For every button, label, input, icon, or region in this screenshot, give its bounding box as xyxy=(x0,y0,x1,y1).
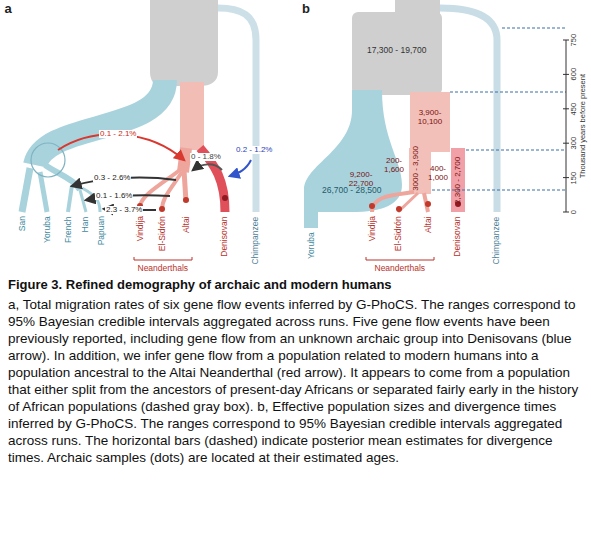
population-size: 17,300 - 19,700 xyxy=(367,46,427,55)
population-label: French xyxy=(64,216,73,242)
migration-rate: 0.1 - 1.6% xyxy=(95,192,133,201)
gene-flow-arrow xyxy=(193,164,222,170)
panel-b-tree xyxy=(304,0,569,260)
figure-caption: a, Total migration rates of six gene flo… xyxy=(8,296,582,466)
elsidron-branch xyxy=(162,172,182,210)
population-size: 200- 1,600 xyxy=(380,157,408,175)
population-label: Yoruba xyxy=(42,216,51,243)
migration-rate: 0.2 - 1.2% xyxy=(235,146,273,155)
population-label: El-Sidrón xyxy=(393,216,402,251)
figure-title: Figure 3. Refined demography of archaic … xyxy=(8,278,392,292)
divergence-bar xyxy=(466,150,566,151)
sample-dot xyxy=(396,206,402,212)
denisovan-branch xyxy=(451,148,465,212)
divergence-bar xyxy=(432,190,566,191)
axis-ticks xyxy=(563,40,569,212)
axis-label: 750 xyxy=(570,34,578,47)
time-axis xyxy=(566,40,567,212)
axis-tick xyxy=(563,177,569,178)
sample-dot xyxy=(183,197,189,203)
population-label: Altai xyxy=(423,216,432,233)
sample-dot xyxy=(425,201,431,207)
migration-rate: 0.1 - 2.1% xyxy=(99,130,137,139)
axis-tick xyxy=(563,108,569,109)
migration-rate: 2.3 - 3.7% xyxy=(105,206,143,215)
population-label: Denisovan xyxy=(220,216,229,256)
group-label: Neanderthals xyxy=(138,264,189,273)
axis-tick xyxy=(563,143,569,144)
population-label: Chimpanzee xyxy=(492,216,501,264)
han-branch xyxy=(80,190,86,212)
san-branch xyxy=(22,168,30,212)
population-label: Altai xyxy=(181,216,190,233)
axis-title: Thousand years before present xyxy=(579,74,587,178)
sample-dot xyxy=(159,206,165,212)
axis-label: 0 xyxy=(570,210,578,214)
vindija-branch xyxy=(140,170,180,206)
divergence-bar xyxy=(502,28,566,29)
group-bracket xyxy=(134,257,192,260)
migration-rate: 0 - 1.8% xyxy=(190,153,222,162)
panel-letter: b xyxy=(302,2,310,16)
sample-dot xyxy=(222,195,228,201)
population-label: Denisovan xyxy=(453,216,462,256)
ancestral-neck xyxy=(395,0,440,14)
divergence-bars xyxy=(432,28,566,190)
ancestral-population xyxy=(150,0,218,86)
population-label: Vindija xyxy=(368,216,377,241)
yoruba-branch xyxy=(40,172,47,212)
archaic-trunk xyxy=(410,92,450,152)
population-label: Yoruba xyxy=(306,232,315,259)
archaic-trunk xyxy=(180,82,204,150)
population-label: Papuan xyxy=(96,216,105,245)
axis-label: 450 xyxy=(570,103,578,116)
group-label: Neanderthals xyxy=(375,264,426,273)
population-size: 9,200- 22,700 xyxy=(344,171,378,189)
axis-tick xyxy=(563,74,569,75)
gene-flow-arrow xyxy=(230,160,251,176)
population-size: 3,900- 10,100 xyxy=(412,109,448,127)
population-label: El-Sidrón xyxy=(157,216,166,251)
axis-label: 300 xyxy=(570,137,578,150)
axis-label: 600 xyxy=(570,68,578,81)
population-label: Han xyxy=(81,216,90,232)
modern-human-trunk xyxy=(35,80,165,165)
population-size: 400- 1,000 xyxy=(425,165,451,183)
population-size: 2,300 - 2,700 xyxy=(454,156,463,203)
group-bracket xyxy=(366,257,434,260)
french-branch xyxy=(68,185,72,212)
population-size: 3000 - 3,900 xyxy=(412,145,421,190)
divergence-bar xyxy=(450,92,566,93)
panel-letter: a xyxy=(5,2,12,16)
sample-dot xyxy=(369,203,375,209)
axis-label: 150 xyxy=(570,171,578,184)
ancestral-population xyxy=(352,12,442,95)
population-label: San xyxy=(17,216,26,231)
axis-tick xyxy=(563,212,569,213)
axis-tick xyxy=(563,40,569,41)
population-label: Vindija xyxy=(136,216,145,241)
panel-a-tree xyxy=(22,0,256,260)
migration-rate: 0.3 - 2.6% xyxy=(93,174,131,183)
population-label: Chimpanzee xyxy=(251,216,260,264)
